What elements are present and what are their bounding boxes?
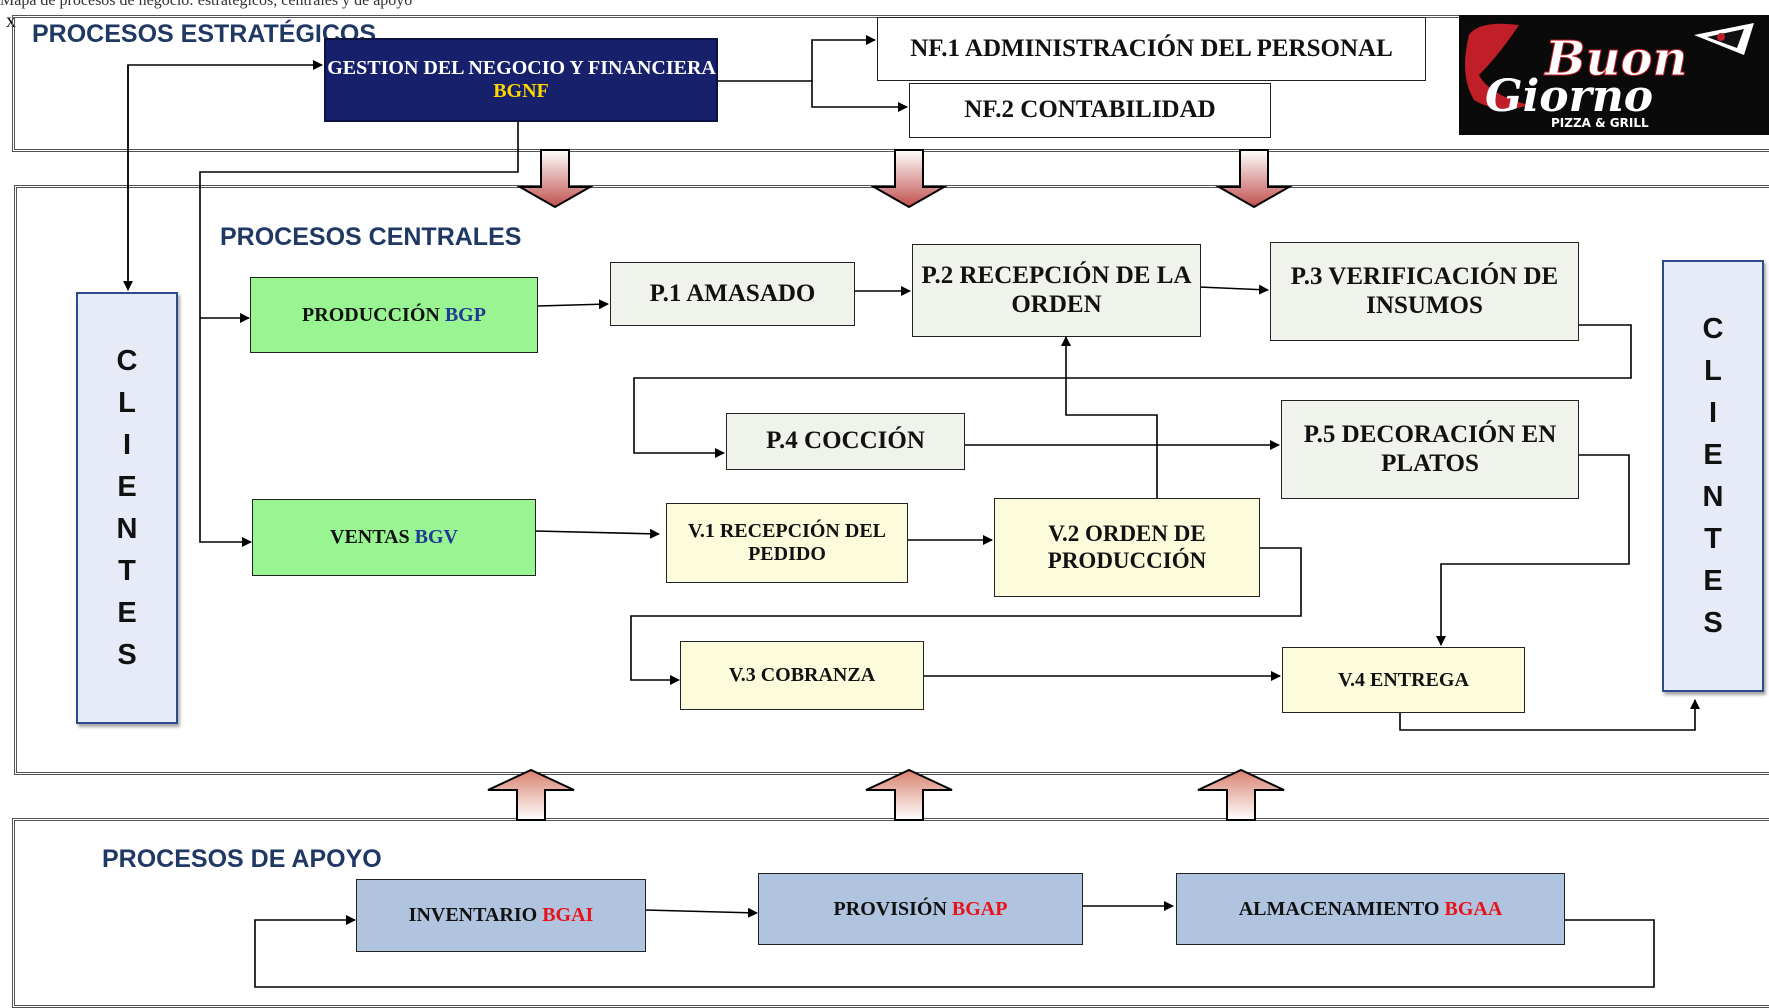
clients-letter: L: [118, 387, 136, 419]
bgnf-label: GESTION DEL NEGOCIO Y FINANCIERA: [327, 57, 715, 79]
process-inventory: INVENTARIO BGAI: [356, 879, 646, 952]
provision-code: BGAP: [951, 897, 1008, 920]
down-arrow-1: [516, 149, 594, 209]
clients-letter: E: [1703, 439, 1723, 471]
production-label: PRODUCCIÓN: [302, 303, 440, 326]
provision-label: PROVISIÓN: [833, 897, 947, 920]
p4-label: P.4 COCCIÓN: [766, 427, 925, 455]
corner-mark: x: [6, 10, 16, 32]
sales-code: BGV: [414, 526, 458, 548]
up-arrow-1: [487, 768, 575, 821]
process-provision: PROVISIÓN BGAP: [758, 873, 1083, 945]
down-arrow-2: [870, 149, 948, 209]
clients-letter: T: [118, 555, 136, 587]
up-arrow-2: [865, 768, 953, 821]
nf1-label: NF.1 ADMINISTRACIÓN DEL PERSONAL: [910, 34, 1393, 62]
section-title-strategic: PROCESOS ESTRATÉGICOS: [32, 20, 377, 48]
svg-text:Buon: Buon: [1543, 31, 1687, 87]
v1-label: V.1 RECEPCIÓN DEL PEDIDO: [688, 520, 886, 565]
process-p1: P.1 AMASADO: [610, 262, 855, 326]
logo-graphic: Buon Giorno PIZZA & GRILL: [1465, 23, 1754, 130]
buon-giorno-logo: Buon Giorno PIZZA & GRILL: [1459, 15, 1769, 135]
production-code: BGP: [444, 303, 486, 326]
clients-right: C L I E N T E S: [1662, 260, 1764, 692]
storage-code: BGAA: [1444, 897, 1503, 920]
p5-label: P.5 DECORACIÓN EN PLATOS: [1303, 420, 1557, 477]
section-title-support: PROCESOS DE APOYO: [102, 845, 382, 873]
clients-letter: C: [116, 345, 138, 377]
inventory-label: INVENTARIO: [408, 904, 538, 926]
process-v2: V.2 ORDEN DE PRODUCCIÓN: [994, 498, 1260, 597]
p1-label: P.1 AMASADO: [649, 279, 816, 307]
clients-letter: N: [1702, 481, 1724, 513]
clients-letter: N: [116, 513, 138, 545]
process-nf2: NF.2 CONTABILIDAD: [909, 83, 1271, 138]
clients-letter: E: [117, 471, 137, 503]
clients-letter: E: [117, 597, 137, 629]
storage-label: ALMACENAMIENTO: [1238, 897, 1440, 920]
down-arrow-3: [1215, 149, 1293, 209]
clients-letter: I: [122, 429, 132, 461]
clients-letter: L: [1704, 355, 1722, 387]
v4-label: V.4 ENTREGA: [1338, 668, 1469, 691]
process-v3: V.3 COBRANZA: [680, 641, 924, 710]
svg-text:PIZZA & GRILL: PIZZA & GRILL: [1551, 116, 1649, 130]
process-v4: V.4 ENTREGA: [1282, 647, 1525, 713]
process-p4: P.4 COCCIÓN: [726, 413, 965, 470]
bgnf-code: BGNF: [493, 80, 549, 102]
clients-letter: E: [1703, 565, 1723, 597]
v2-label: V.2 ORDEN DE PRODUCCIÓN: [1047, 521, 1207, 573]
clients-letter: S: [117, 639, 137, 671]
svg-text:Giorno: Giorno: [1485, 71, 1653, 122]
process-p3: P.3 VERIFICACIÓN DE INSUMOS: [1270, 242, 1579, 341]
header-note: Mapa de procesos de negocio: estratégico…: [0, 0, 413, 9]
process-bgnf: GESTION DEL NEGOCIO Y FINANCIERA BGNF: [324, 38, 718, 122]
nf2-label: NF.2 CONTABILIDAD: [964, 96, 1216, 124]
process-production: PRODUCCIÓN BGP: [250, 277, 538, 353]
process-v1: V.1 RECEPCIÓN DEL PEDIDO: [666, 503, 908, 583]
p2-label: P.2 RECEPCIÓN DE LA ORDEN: [921, 261, 1192, 318]
up-arrow-3: [1197, 768, 1285, 821]
process-nf1: NF.1 ADMINISTRACIÓN DEL PERSONAL: [877, 17, 1426, 81]
process-sales: VENTAS BGV: [252, 499, 536, 576]
inventory-code: BGAI: [542, 904, 594, 926]
clients-letter: T: [1704, 523, 1722, 555]
v3-label: V.3 COBRANZA: [728, 664, 876, 686]
process-p5: P.5 DECORACIÓN EN PLATOS: [1281, 400, 1579, 499]
clients-letter: I: [1708, 397, 1718, 429]
clients-left: C L I E N T E S: [76, 292, 178, 724]
sales-label: VENTAS: [330, 526, 410, 548]
section-title-central: PROCESOS CENTRALES: [220, 223, 522, 251]
clients-letter: C: [1702, 313, 1724, 345]
clients-letter: S: [1703, 607, 1723, 639]
process-p2: P.2 RECEPCIÓN DE LA ORDEN: [912, 244, 1201, 337]
strategic-frame: [12, 15, 1769, 152]
process-storage: ALMACENAMIENTO BGAA: [1176, 873, 1565, 945]
p3-label: P.3 VERIFICACIÓN DE INSUMOS: [1290, 262, 1559, 319]
